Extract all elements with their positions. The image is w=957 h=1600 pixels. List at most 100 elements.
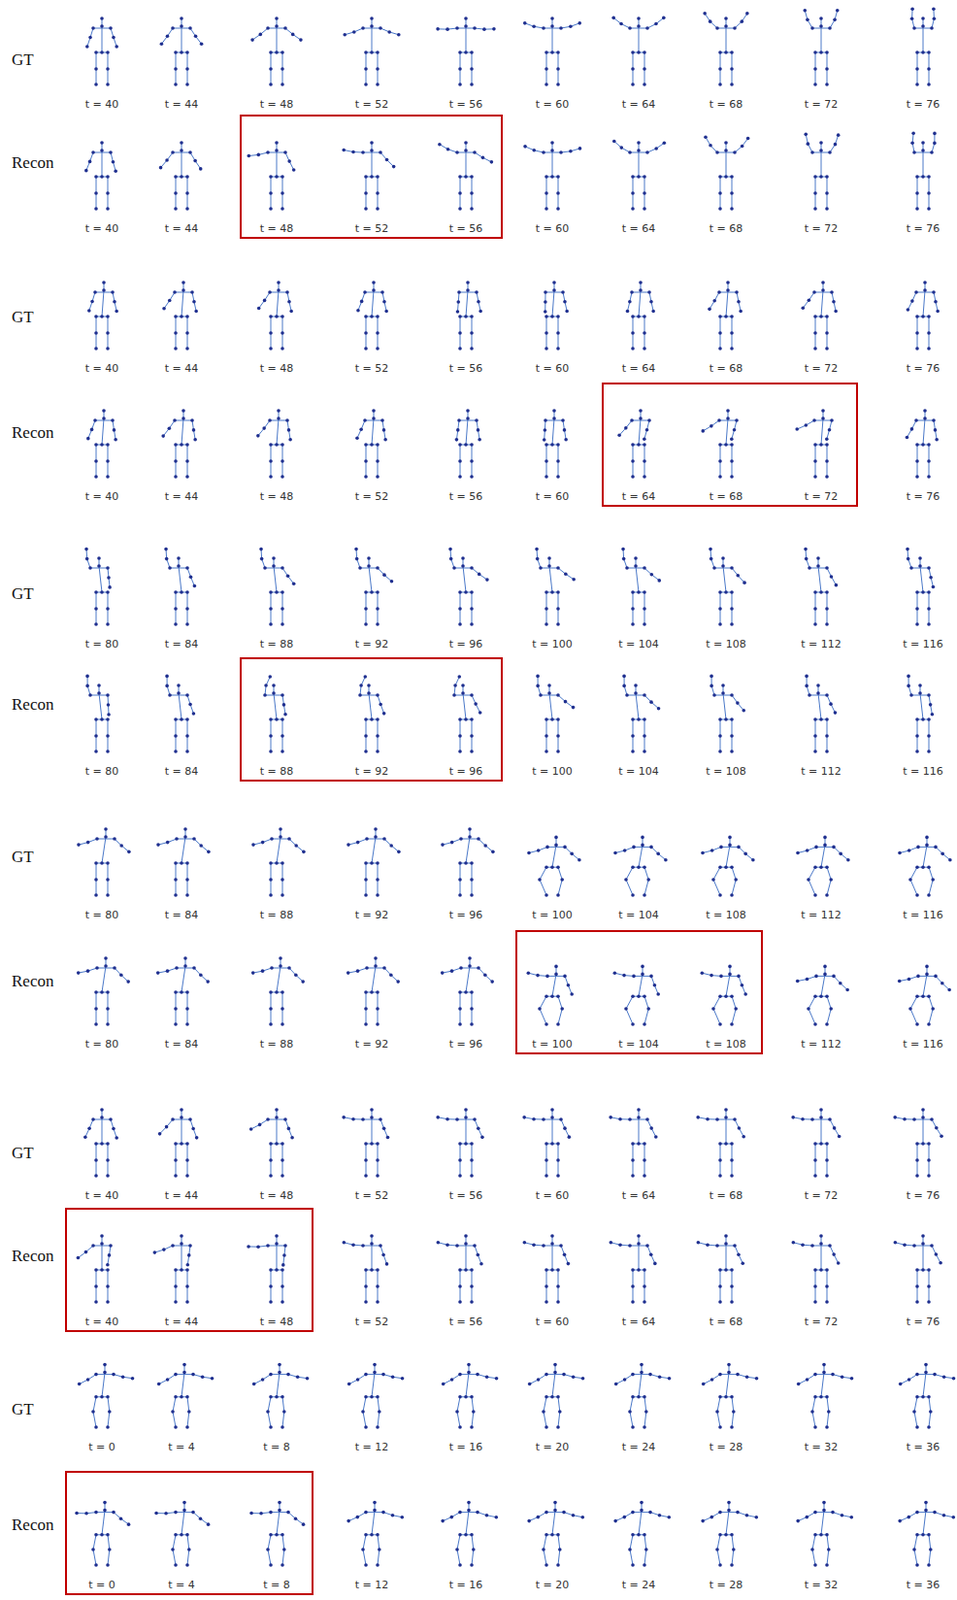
joint-dot	[469, 206, 474, 211]
joint-dot	[563, 699, 568, 704]
joint-dot	[642, 346, 647, 351]
joint-dot	[735, 700, 740, 705]
joint-dot	[97, 556, 101, 561]
joint-dot	[835, 8, 840, 13]
joint-dot	[805, 18, 810, 23]
joint-dot	[280, 314, 285, 319]
joint-dot	[356, 840, 361, 845]
joint-dot	[813, 50, 818, 55]
joint-dot	[363, 330, 368, 335]
joint-dot	[825, 474, 829, 479]
joint-dot	[173, 622, 178, 627]
joint-dot	[807, 565, 812, 570]
bone-line	[549, 693, 553, 720]
joint-dot	[481, 156, 486, 161]
joint-dot	[550, 24, 555, 29]
joint-dot	[99, 140, 104, 145]
joint-dot	[103, 963, 108, 968]
joint-dot	[185, 892, 190, 897]
joint-dot	[721, 683, 726, 688]
joint-dot	[267, 418, 272, 423]
joint-dot	[469, 459, 474, 463]
joint-dot	[630, 346, 635, 351]
joint-dot	[280, 877, 285, 882]
joint-dot	[95, 836, 99, 841]
joint-dot	[280, 82, 285, 87]
joint-dot	[193, 437, 198, 442]
joint-dot	[375, 82, 380, 87]
joint-dot	[544, 606, 549, 611]
joint-dot	[813, 66, 818, 71]
bone-line	[726, 26, 727, 53]
bone-line	[96, 193, 98, 209]
bone-line	[626, 866, 633, 880]
joint-dot	[718, 346, 723, 351]
joint-dot	[813, 622, 818, 627]
joint-dot	[642, 864, 647, 869]
bone-line	[270, 592, 272, 609]
bone-line	[923, 418, 925, 445]
joint-dot	[921, 50, 925, 55]
joint-dot	[181, 280, 186, 285]
joint-dot	[636, 590, 641, 594]
bone-line	[552, 290, 555, 317]
bone-line	[175, 68, 177, 85]
bone-line	[638, 290, 641, 317]
joint-dot	[181, 416, 186, 421]
joint-dot	[469, 330, 474, 335]
bone-line	[276, 150, 278, 177]
joint-dot	[550, 717, 555, 722]
joint-dot	[825, 733, 829, 738]
joint-dot	[176, 683, 181, 688]
joint-dot	[112, 836, 117, 841]
joint-dot	[577, 21, 582, 26]
joint-dot	[718, 622, 723, 627]
joint-dot	[463, 314, 468, 319]
joint-dot	[458, 606, 462, 611]
joint-dot	[926, 330, 931, 335]
joint-dot	[571, 705, 576, 710]
joint-dot	[550, 993, 555, 998]
joint-dot	[631, 845, 636, 850]
joint-dot	[564, 309, 569, 314]
joint-dot	[806, 141, 811, 146]
joint-dot	[619, 145, 624, 150]
joint-dot	[729, 749, 734, 754]
bone-line	[731, 52, 733, 69]
joint-dot	[821, 416, 825, 421]
joint-dot	[556, 82, 561, 87]
joint-dot	[636, 442, 641, 447]
joint-dot	[375, 459, 380, 463]
joint-dot	[366, 563, 371, 568]
joint-dot	[910, 427, 915, 431]
joint-dot	[547, 683, 552, 688]
joint-dot	[173, 442, 178, 447]
joint-dot	[630, 191, 635, 196]
bone-line	[917, 176, 919, 194]
joint-dot	[709, 684, 714, 689]
joint-dot	[636, 140, 641, 145]
joint-dot	[375, 330, 380, 335]
bone-line	[107, 52, 109, 69]
bone-line	[96, 444, 98, 462]
bone-line	[460, 461, 462, 477]
joint-dot	[458, 733, 462, 738]
joint-dot	[636, 16, 641, 21]
bone-line	[282, 193, 284, 209]
bone-line	[270, 52, 272, 69]
joint-dot	[105, 622, 110, 627]
bone-line	[107, 444, 109, 462]
bone-line	[471, 719, 473, 736]
joint-dot	[653, 983, 658, 988]
joint-dot	[268, 1022, 273, 1026]
joint-dot	[455, 437, 460, 442]
joint-dot	[268, 206, 273, 211]
joint-dot	[267, 290, 272, 295]
joint-dot	[536, 848, 541, 853]
joint-dot	[173, 733, 178, 738]
bone-line	[644, 879, 649, 895]
joint-dot	[825, 622, 829, 627]
joint-dot	[630, 206, 635, 211]
joint-dot	[161, 433, 165, 438]
joint-dot	[562, 428, 567, 432]
